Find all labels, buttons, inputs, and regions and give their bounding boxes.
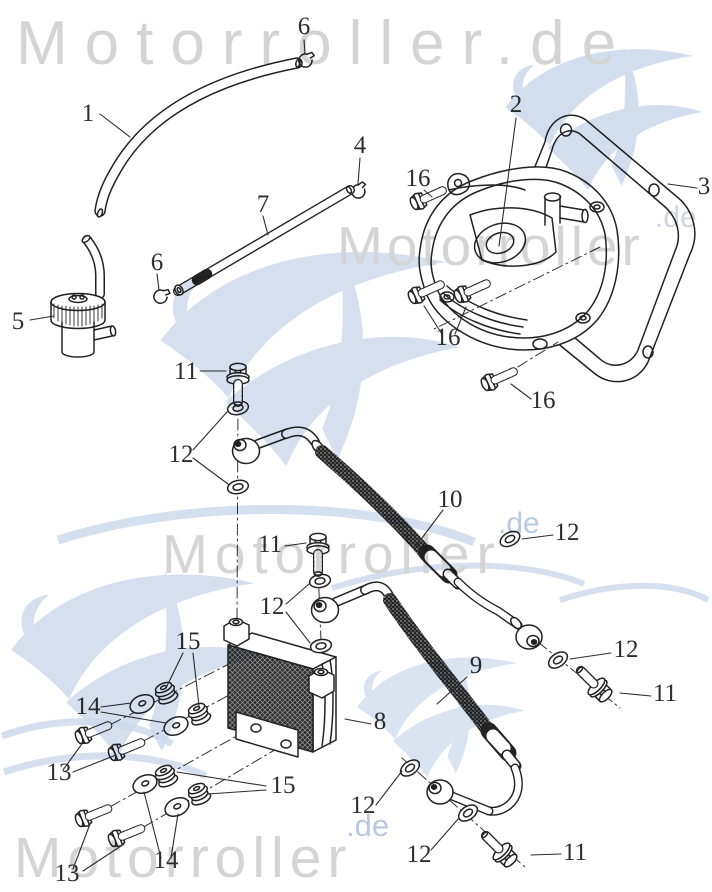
watermark-text-middle: Motorroller: [337, 215, 644, 277]
assembly-axis-cover: [431, 246, 601, 331]
callout-4: 4: [354, 132, 367, 159]
callout-12a: 12: [169, 441, 194, 468]
assembly-axis-banjo-bottom: [401, 757, 527, 869]
callout-12d: 12: [614, 636, 639, 663]
part-12-washer-6: [544, 647, 572, 673]
callout-10: 10: [438, 486, 463, 513]
part-16-bolt-4: [479, 364, 517, 393]
callout-16a: 16: [406, 165, 431, 192]
callout-6b: 6: [151, 249, 164, 276]
callout-11d: 11: [563, 839, 587, 866]
callout-1: 1: [82, 100, 95, 127]
part-12-washer-2: [225, 477, 251, 497]
watermark-text-top: Motorroller.de: [16, 9, 633, 78]
callout-6a: 6: [298, 13, 311, 40]
part-5-breather-tank: [50, 234, 117, 358]
part-2-cylinder-head-cover: [418, 166, 620, 351]
callout-14b: 14: [154, 847, 180, 874]
callout-12f: 12: [407, 841, 432, 868]
watermark-de-lower: .de: [498, 507, 540, 540]
callout-3: 3: [698, 173, 711, 200]
brand-bird-logo-bottom-mid: [357, 655, 525, 778]
part-12-washer-4: [308, 637, 334, 655]
watermark-text-bottom: Motorroller: [14, 826, 352, 890]
watermark-text-lower: Motorroller: [162, 523, 502, 585]
callout-12b: 12: [555, 519, 580, 546]
callout-13b: 13: [55, 860, 80, 887]
callout-15b: 15: [271, 772, 296, 799]
watermark-de-middle: .de: [655, 201, 697, 234]
assembly-axis-mount-4: [124, 740, 291, 839]
part-6-clamp-mid: [152, 286, 172, 306]
part-14-washer-4: [161, 793, 193, 821]
callout-5: 5: [12, 308, 25, 335]
watermark-layer: Motorroller.de Motorroller .de Motorroll…: [0, 9, 710, 890]
callout-11b: 11: [258, 531, 282, 558]
callout-16c: 16: [531, 387, 556, 414]
callout-7: 7: [257, 191, 270, 218]
part-8-oil-cooler: [223, 617, 337, 758]
brand-swoosh-lines: [0, 505, 710, 780]
part-9-banjo-elbow-bottom: [426, 779, 494, 816]
callout-leaders: [29, 39, 698, 872]
callout-12e: 12: [351, 792, 376, 819]
watermark-de-bottom: .de: [346, 808, 389, 843]
part-11-banjo-bolt-4: [476, 826, 521, 871]
callout-12c: 12: [260, 593, 285, 620]
part-1-breather-hose: [94, 57, 303, 218]
line-art-layer: 6 1 2 3 4 16 7 6 5 16 11 16 12 10 12 11 …: [12, 13, 711, 887]
callout-11c: 11: [653, 680, 677, 707]
